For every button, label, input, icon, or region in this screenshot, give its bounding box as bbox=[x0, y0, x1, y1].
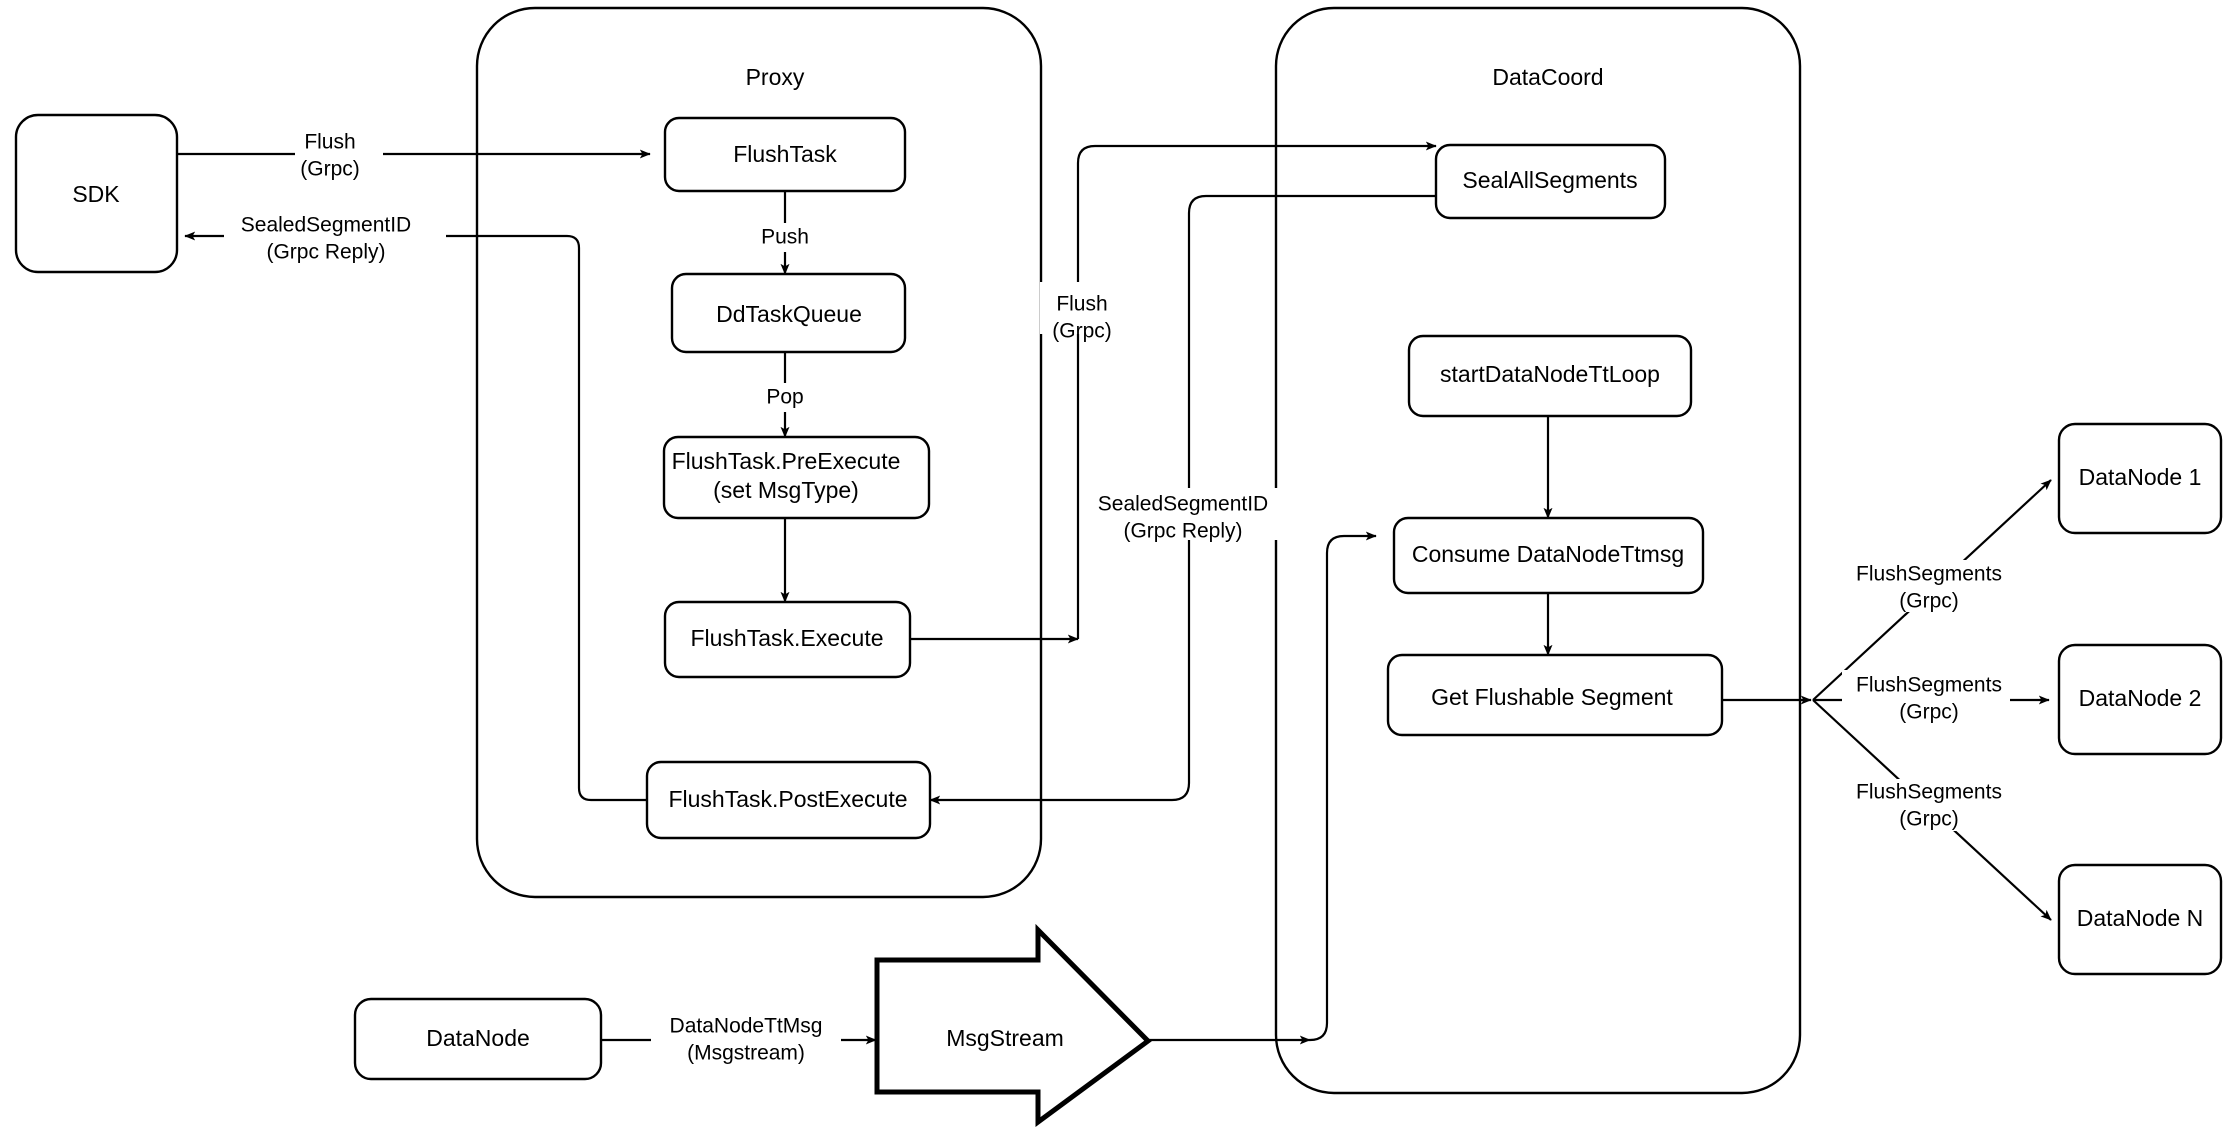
postexecute-box bbox=[645, 760, 932, 840]
ddtaskqueue-label: DdTaskQueue bbox=[716, 301, 862, 327]
node-flushtask-preexecute[interactable]: FlushTask.PreExecute (set MsgType) bbox=[662, 435, 931, 520]
flushtask-label: FlushTask bbox=[733, 141, 837, 167]
postexecute-label: FlushTask.PostExecute bbox=[668, 786, 907, 812]
flushsegments-n-label-line2: (Grpc) bbox=[1899, 808, 1959, 831]
datanode-2-label: DataNode 2 bbox=[2079, 685, 2202, 711]
node-ddtaskqueue[interactable]: DdTaskQueue bbox=[670, 272, 907, 354]
label-flushsegments-1: FlushSegments (Grpc) bbox=[1842, 560, 2010, 613]
datanode-1-box bbox=[2057, 422, 2223, 535]
node-start-datanode-tt-loop[interactable]: startDataNodeTtLoop bbox=[1407, 334, 1693, 418]
push-label: Push bbox=[761, 226, 809, 249]
flushsegments-2-label-line2: (Grpc) bbox=[1899, 701, 1959, 724]
label-proxy-to-coord: Flush (Grpc) bbox=[1040, 282, 1126, 343]
ddtaskqueue-box bbox=[670, 272, 907, 354]
sdk-box bbox=[14, 113, 179, 274]
execute-box bbox=[663, 600, 912, 679]
edge-postexecute-to-sdk bbox=[184, 231, 647, 802]
sealallsegments-label: SealAllSegments bbox=[1462, 167, 1637, 193]
getflushablesegment-box bbox=[1386, 653, 1724, 737]
label-push: Push bbox=[749, 223, 821, 252]
flush-grpc-coord-label-line2: (Grpc) bbox=[1052, 320, 1112, 343]
datanodettmsg-label-line2: (Msgstream) bbox=[687, 1042, 805, 1065]
preexecute-label-line2: (set MsgType) bbox=[713, 477, 859, 503]
label-coord-to-proxy: SealedSegmentID (Grpc Reply) bbox=[1087, 488, 1279, 543]
datanode-source-box bbox=[353, 997, 603, 1081]
node-get-flushable-segment[interactable]: Get Flushable Segment bbox=[1386, 653, 1724, 737]
sealedsegmentid-reply-label-line1: SealedSegmentID bbox=[241, 214, 411, 237]
startdatanodettloop-label: startDataNodeTtLoop bbox=[1440, 361, 1660, 387]
msgstream-arrow-shape bbox=[874, 923, 1152, 1127]
sealallsegments-box bbox=[1434, 143, 1667, 220]
msgstream-label: MsgStream bbox=[946, 1025, 1064, 1051]
container-datacoord[interactable]: DataCoord bbox=[1274, 6, 1802, 1095]
datacoord-title: DataCoord bbox=[1492, 64, 1603, 90]
flushsegments-1-label-line2: (Grpc) bbox=[1899, 590, 1959, 613]
label-sdk-to-proxy: Flush (Grpc) bbox=[295, 130, 383, 181]
proxy-title: Proxy bbox=[746, 64, 805, 90]
node-flushtask[interactable]: FlushTask bbox=[663, 116, 907, 193]
container-proxy[interactable]: Proxy bbox=[475, 6, 1043, 899]
node-datanode-source[interactable]: DataNode bbox=[353, 997, 603, 1081]
node-datanode-n[interactable]: DataNode N bbox=[2057, 863, 2223, 976]
flushsegments-2-label-line1: FlushSegments bbox=[1856, 674, 2002, 697]
label-flushsegments-2: FlushSegments (Grpc) bbox=[1842, 670, 2010, 724]
startdatanodettloop-box bbox=[1407, 334, 1693, 418]
sealedsegmentid-reply-label-line2: (Grpc Reply) bbox=[266, 241, 385, 264]
node-sdk[interactable]: SDK bbox=[14, 113, 179, 274]
label-datanode-ttmsg: DataNodeTtMsg (Msgstream) bbox=[651, 1011, 841, 1065]
sdk-label: SDK bbox=[72, 181, 120, 207]
node-consume-datanode-ttmsg[interactable]: Consume DataNodeTtmsg bbox=[1392, 516, 1705, 595]
node-datanode-2[interactable]: DataNode 2 bbox=[2057, 643, 2223, 756]
execute-label: FlushTask.Execute bbox=[690, 625, 883, 651]
preexecute-box bbox=[662, 435, 931, 520]
label-proxy-to-sdk: SealedSegmentID (Grpc Reply) bbox=[224, 212, 446, 264]
node-datanode-1[interactable]: DataNode 1 bbox=[2057, 422, 2223, 535]
label-flushsegments-n: FlushSegments (Grpc) bbox=[1842, 779, 2010, 831]
node-flushtask-execute[interactable]: FlushTask.Execute bbox=[663, 600, 912, 679]
pop-label: Pop bbox=[766, 386, 803, 409]
consumedatanodettmsg-box bbox=[1392, 516, 1705, 595]
node-msgstream[interactable]: MsgStream bbox=[874, 923, 1152, 1127]
datacoord-boundary bbox=[1274, 6, 1802, 1095]
label-pop: Pop bbox=[753, 383, 817, 412]
preexecute-label-line1: FlushTask.PreExecute bbox=[672, 448, 901, 474]
consumedatanodettmsg-label: Consume DataNodeTtmsg bbox=[1412, 541, 1684, 567]
flushsegments-1-label-line1: FlushSegments bbox=[1856, 563, 2002, 586]
edge-flush-grpc-to-sealallsegments bbox=[1076, 141, 1437, 639]
node-sealallsegments[interactable]: SealAllSegments bbox=[1434, 143, 1667, 220]
datanode-1-label: DataNode 1 bbox=[2079, 464, 2202, 490]
sealedsegmentid-coord-label-line1: SealedSegmentID bbox=[1098, 493, 1268, 516]
flushsegments-n-label-line1: FlushSegments bbox=[1856, 781, 2002, 804]
edge-datacoord-ttmsg-to-consume bbox=[1309, 531, 1377, 1042]
flushtask-box bbox=[663, 116, 907, 193]
flush-grpc-label-line1: Flush bbox=[304, 131, 355, 154]
flush-grpc-label-line2: (Grpc) bbox=[300, 158, 360, 181]
datanode-2-box bbox=[2057, 643, 2223, 756]
sealedsegmentid-coord-label-line2: (Grpc Reply) bbox=[1123, 520, 1242, 543]
datanode-n-label: DataNode N bbox=[2077, 905, 2204, 931]
proxy-boundary bbox=[475, 6, 1043, 899]
flush-grpc-coord-label-line1: Flush bbox=[1056, 293, 1107, 316]
datanodettmsg-label-line1: DataNodeTtMsg bbox=[670, 1015, 823, 1038]
datanode-source-label: DataNode bbox=[426, 1025, 530, 1051]
datanode-n-box bbox=[2057, 863, 2223, 976]
node-flushtask-postexecute[interactable]: FlushTask.PostExecute bbox=[645, 760, 932, 840]
getflushablesegment-label: Get Flushable Segment bbox=[1431, 684, 1673, 710]
